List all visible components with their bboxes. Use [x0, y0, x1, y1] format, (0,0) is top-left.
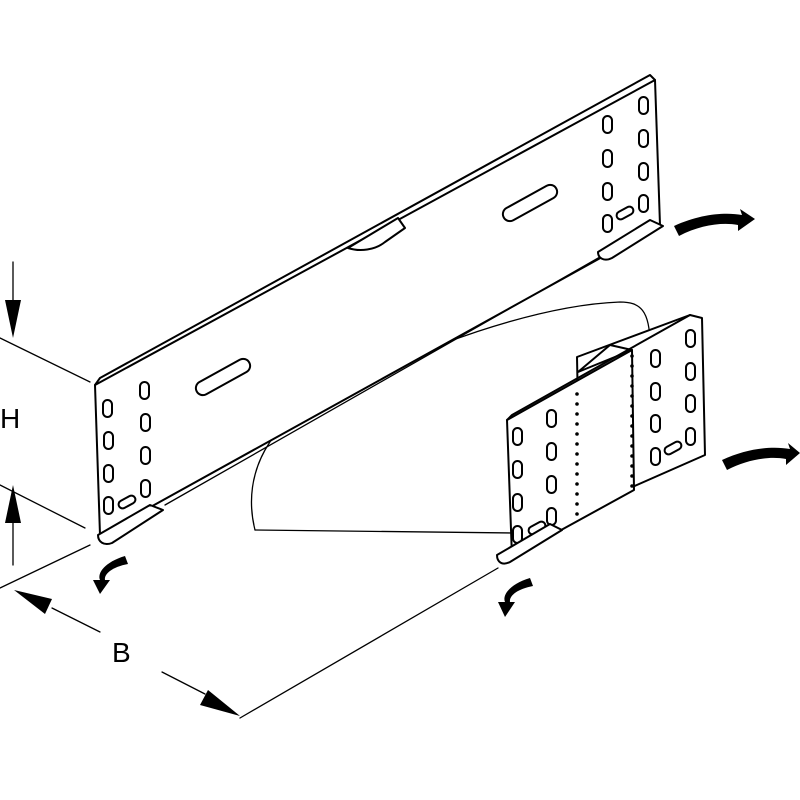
hole	[602, 149, 613, 168]
hole	[140, 446, 151, 465]
dimension-h: H	[0, 261, 91, 566]
long-side-plate	[94, 74, 664, 545]
hole	[512, 427, 523, 446]
right-end-holes	[602, 96, 649, 233]
hole	[140, 479, 151, 498]
short-plate-tab	[577, 344, 633, 373]
hole-horizontal	[663, 440, 683, 456]
extension-line-top	[0, 337, 91, 383]
long-slot	[194, 357, 252, 397]
dimension-b: B	[0, 544, 499, 719]
hole	[103, 464, 114, 483]
hole	[140, 413, 151, 432]
hole	[638, 129, 649, 148]
hole	[102, 399, 113, 418]
hole	[512, 493, 523, 512]
right-foot-tab	[597, 219, 664, 261]
short-plate-right-holes	[650, 329, 696, 466]
hole	[546, 442, 557, 461]
long-slot	[501, 183, 559, 223]
curved-arrow-icon	[674, 209, 755, 236]
hole-horizontal	[615, 205, 635, 221]
hole	[546, 475, 557, 494]
dimension-line-b-right	[161, 671, 206, 695]
extension-line-right	[239, 567, 499, 719]
hole	[103, 431, 114, 450]
hole	[638, 96, 649, 115]
hole	[139, 381, 150, 400]
perforation-lines	[575, 354, 634, 516]
hole	[650, 382, 661, 401]
hole	[103, 496, 114, 515]
hole-horizontal	[117, 494, 137, 510]
short-plate-front	[506, 349, 635, 558]
extension-line-left	[0, 544, 91, 589]
short-plate-top-edge	[506, 314, 691, 421]
width-label: B	[112, 637, 131, 668]
curved-arrow-icon	[93, 556, 128, 594]
rotation-arrows	[93, 209, 800, 617]
hole	[602, 214, 613, 233]
hole	[685, 427, 696, 446]
height-label: H	[0, 403, 20, 434]
long-plate-bottom-edge	[164, 256, 601, 506]
left-foot-tab	[97, 504, 164, 545]
center-tab	[347, 217, 406, 251]
curved-arrow-icon	[722, 443, 800, 470]
hole	[685, 394, 696, 413]
hole	[650, 447, 661, 466]
hole	[650, 414, 661, 433]
curved-arrow-icon	[498, 578, 533, 617]
curved-plate-base	[254, 529, 516, 534]
short-plate-foot-tab	[496, 523, 563, 565]
dimension-arrow-icon	[5, 485, 21, 523]
hole	[650, 349, 661, 368]
hole	[602, 182, 613, 201]
hole	[602, 115, 613, 134]
dimension-arrow-icon	[200, 690, 240, 716]
hole	[638, 194, 649, 213]
hole	[638, 162, 649, 181]
hole	[546, 507, 557, 526]
hole	[685, 362, 696, 381]
left-end-holes	[102, 381, 151, 515]
short-plate-left-holes	[512, 409, 557, 544]
hole	[512, 460, 523, 479]
short-side-plate	[496, 314, 706, 565]
hole	[546, 409, 557, 428]
dimension-arrow-icon	[14, 590, 52, 614]
long-plate-top-edge	[94, 74, 656, 386]
dimension-line-b-left	[51, 607, 101, 633]
hole	[685, 329, 696, 348]
dimension-arrow-icon	[5, 300, 21, 338]
